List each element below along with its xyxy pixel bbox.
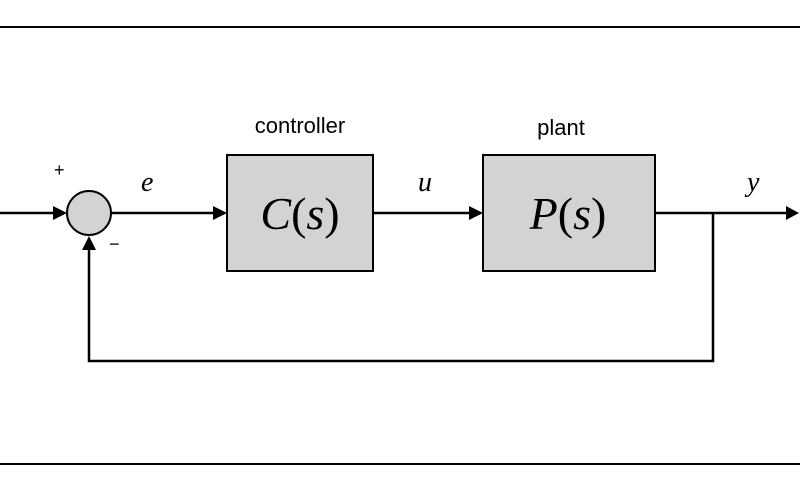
controller-block [226, 154, 374, 272]
summing-junction [66, 190, 112, 236]
feedback-path-line [87, 213, 715, 363]
plant-transfer-function: P(s) [529, 188, 607, 239]
plant-title: plant [537, 115, 585, 140]
feedback-arrowhead [82, 236, 96, 250]
minus-sign-label: − [109, 234, 120, 254]
controller-title: controller [255, 113, 345, 138]
error-signal-label: e [141, 167, 153, 198]
plus-sign-label: + [54, 160, 65, 180]
output-arrowhead [786, 206, 799, 220]
control-arrowhead [469, 206, 483, 220]
control-signal-label: u [418, 167, 432, 198]
plant-block [482, 154, 656, 272]
output-signal-label: y [744, 167, 760, 198]
controller-transfer-function: C(s) [260, 188, 339, 239]
input-arrowhead [53, 206, 67, 220]
error-arrowhead [213, 206, 227, 220]
